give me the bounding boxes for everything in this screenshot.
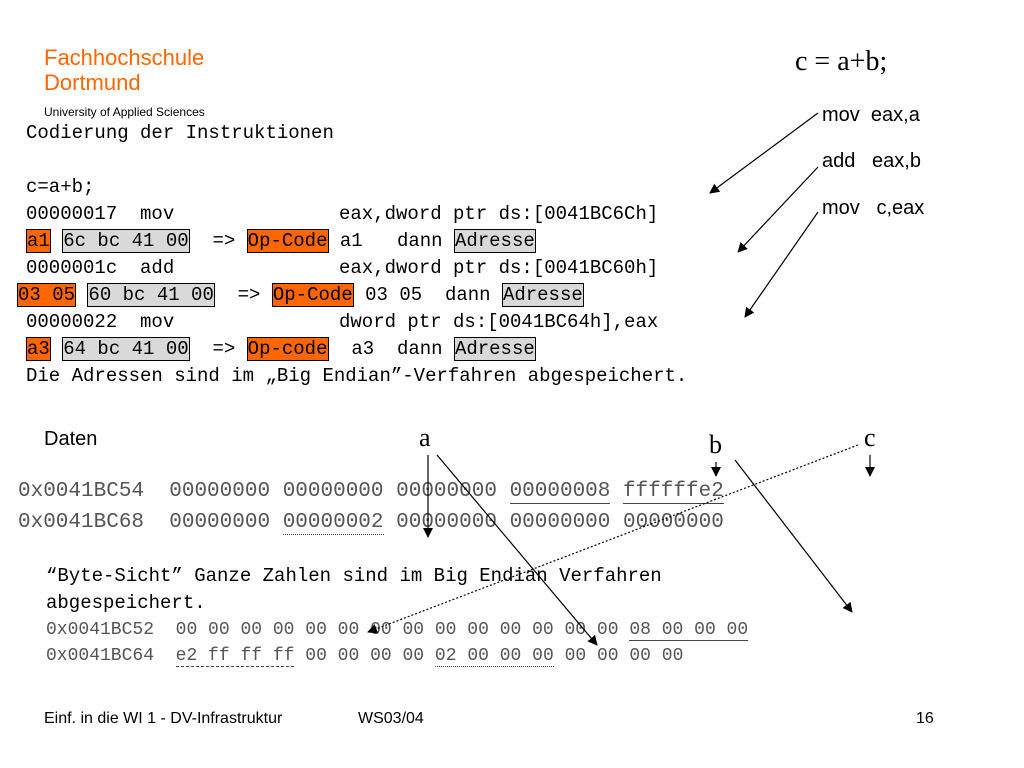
code-line3: 00000022 mov xyxy=(26,309,174,336)
asm-line-add-b: add eax,b xyxy=(822,150,921,172)
code-title: Codierung der Instruktionen xyxy=(26,122,334,144)
mem-row2: 0x0041BC68 00000000 00000002 00000000 00… xyxy=(18,511,724,535)
address-bytes-box: 64 bc 41 00 xyxy=(62,337,190,361)
logo-line1: Fachhochschule xyxy=(44,45,205,70)
logo-subtitle: University of Applied Sciences xyxy=(44,105,205,119)
opcode-label-box: Op-Code xyxy=(246,229,329,253)
byte-values-b: 08 00 00 00 xyxy=(629,620,749,641)
mem-word: 00000000 xyxy=(396,480,497,503)
mem-word-b: 00000008 xyxy=(509,480,611,504)
mem-address: 0x0041BC68 xyxy=(18,511,145,534)
dann-text: dann xyxy=(444,284,491,306)
arrow-text: => xyxy=(237,284,261,306)
opcode-text: a1 xyxy=(339,230,363,252)
byte-address: 0x0041BC52 xyxy=(46,620,155,640)
marker-b: b xyxy=(709,430,722,459)
arrow-mov-c xyxy=(744,211,819,318)
opcode-box: a1 xyxy=(26,229,51,253)
dann-text: dann xyxy=(396,230,443,252)
endian-note: Die Adressen sind im „Big Endian”-Verfah… xyxy=(26,365,688,387)
opcode-text: 03 05 xyxy=(365,284,423,306)
arrow-text: => xyxy=(212,230,236,252)
logo-line2: Dortmund xyxy=(44,70,141,95)
arrow-mov-a xyxy=(709,112,819,194)
opcode-box: 03 05 xyxy=(17,283,77,307)
mem-address: 0x0041BC54 xyxy=(18,480,145,503)
mem-word: 00000000 xyxy=(169,511,271,534)
line-addr: 00000017 xyxy=(26,203,118,225)
mem-word: 00000000 xyxy=(623,511,724,534)
byte-values-c: e2 ff ff ff xyxy=(175,646,295,667)
byte-values: 00 00 00 00 xyxy=(305,646,425,666)
asm-line-mov-a: mov eax,a xyxy=(822,104,920,126)
line-addr: 0000001c xyxy=(26,257,118,279)
formula: c = a+b; xyxy=(795,46,888,77)
byte-address: 0x0041BC64 xyxy=(46,646,155,666)
marker-c: c xyxy=(864,423,876,452)
code-stmt: c=a+b; xyxy=(26,176,95,198)
enc-line2: 03 05 60 bc 41 00 => Op-Code 03 05 dann … xyxy=(17,282,584,309)
byte-note-line1: “Byte-Sicht” Ganze Zahlen sind im Big En… xyxy=(46,565,662,587)
opcode-box: a3 xyxy=(26,337,51,361)
mem-word-c: ffffffe2 xyxy=(623,480,724,504)
dann-text: dann xyxy=(396,338,443,360)
code-line3-args: dword ptr ds:[0041BC64h],eax xyxy=(339,311,659,333)
enc-line3: a3 64 bc 41 00 => Op-code a3 dann Adress… xyxy=(26,336,536,363)
arrow-b-bytes xyxy=(734,459,853,613)
mem-word: 00000000 xyxy=(282,480,384,503)
line-op: mov xyxy=(140,203,175,225)
byte-row1: 0x0041BC52 00 00 00 00 00 00 00 00 00 00… xyxy=(46,620,749,641)
code-line1-args: eax,dword ptr ds:[0041BC6Ch] xyxy=(339,203,659,225)
address-bytes-box: 60 bc 41 00 xyxy=(87,283,215,307)
byte-values: 00 00 00 00 00 00 00 00 00 00 00 00 00 0… xyxy=(175,620,619,640)
byte-row2: 0x0041BC64 e2 ff ff ff 00 00 00 00 02 00… xyxy=(46,646,684,667)
mem-word: 00000000 xyxy=(396,511,497,534)
line-op: mov xyxy=(140,311,175,333)
asm-line-mov-c: mov c,eax xyxy=(822,197,925,219)
footer-course: Einf. in die WI 1 - DV-Infrastruktur xyxy=(44,710,283,727)
code-line2-args: eax,dword ptr ds:[0041BC60h] xyxy=(339,257,659,279)
opcode-label-box: Op-Code xyxy=(271,283,354,307)
adresse-box: Adresse xyxy=(453,337,536,361)
adresse-box: Adresse xyxy=(501,283,584,307)
daten-label: Daten xyxy=(44,428,98,450)
address-bytes-box: 6c bc 41 00 xyxy=(62,229,190,253)
mem-row1: 0x0041BC54 00000000 00000000 00000000 00… xyxy=(18,480,724,504)
byte-note-line2: abgespeichert. xyxy=(46,592,206,614)
line-addr: 00000022 xyxy=(26,311,118,333)
opcode-label-box: Op-code xyxy=(246,337,329,361)
mem-word: 00000000 xyxy=(169,480,271,503)
opcode-text: a3 xyxy=(351,338,375,360)
line-op: add xyxy=(140,257,175,279)
code-line1: 00000017 mov xyxy=(26,201,174,228)
footer-term: WS03/04 xyxy=(358,710,424,727)
code-line2: 0000001c add xyxy=(26,255,174,282)
byte-values-a: 02 00 00 00 xyxy=(434,646,554,667)
marker-a: a xyxy=(419,423,431,452)
arrow-text: => xyxy=(212,338,236,360)
arrow-add-b xyxy=(737,166,819,253)
enc-line1: a1 6c bc 41 00 => Op-Code a1 dann Adress… xyxy=(26,228,536,255)
arrow-c-bytes xyxy=(367,444,859,634)
mem-word-a: 00000002 xyxy=(282,511,384,535)
byte-values: 00 00 00 00 xyxy=(564,646,684,666)
page-number: 16 xyxy=(916,710,934,727)
adresse-box: Adresse xyxy=(453,229,536,253)
mem-word: 00000000 xyxy=(509,511,611,534)
